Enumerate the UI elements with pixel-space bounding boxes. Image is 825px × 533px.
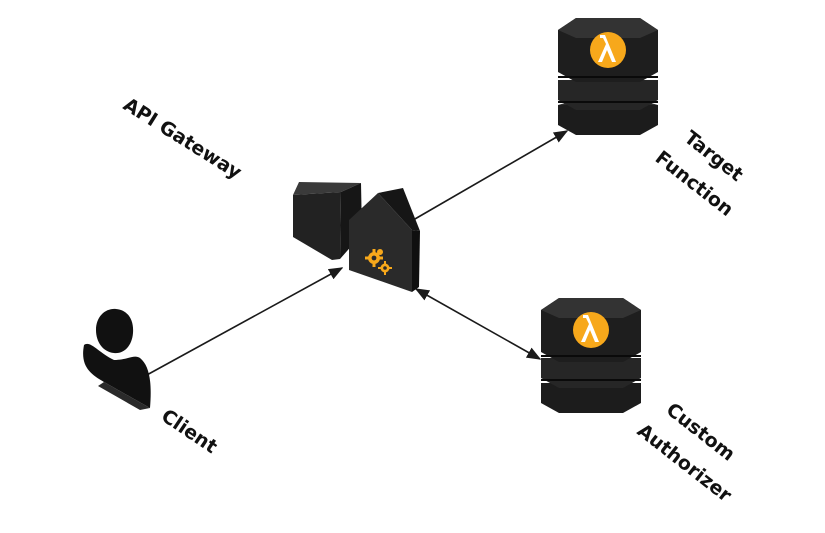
api-gateway-node[interactable]: API Gateway [119,94,420,292]
edge-gateway-authorizer-bidirectional [414,288,542,360]
user-icon [83,308,151,410]
custom-authorizer-node[interactable]: Custom Authorizer [541,298,739,507]
gears-icon [365,249,392,275]
target-function-node[interactable]: Target Function [558,18,747,221]
connections [144,130,569,377]
api-gateway-label: API Gateway [119,94,246,184]
client-node[interactable]: Client [83,308,221,458]
lambda-icon [573,312,609,348]
lambda-icon [590,32,626,68]
edge-client-to-gateway [144,267,344,377]
client-label: Client [157,405,221,458]
edge-gateway-to-target [407,130,569,224]
